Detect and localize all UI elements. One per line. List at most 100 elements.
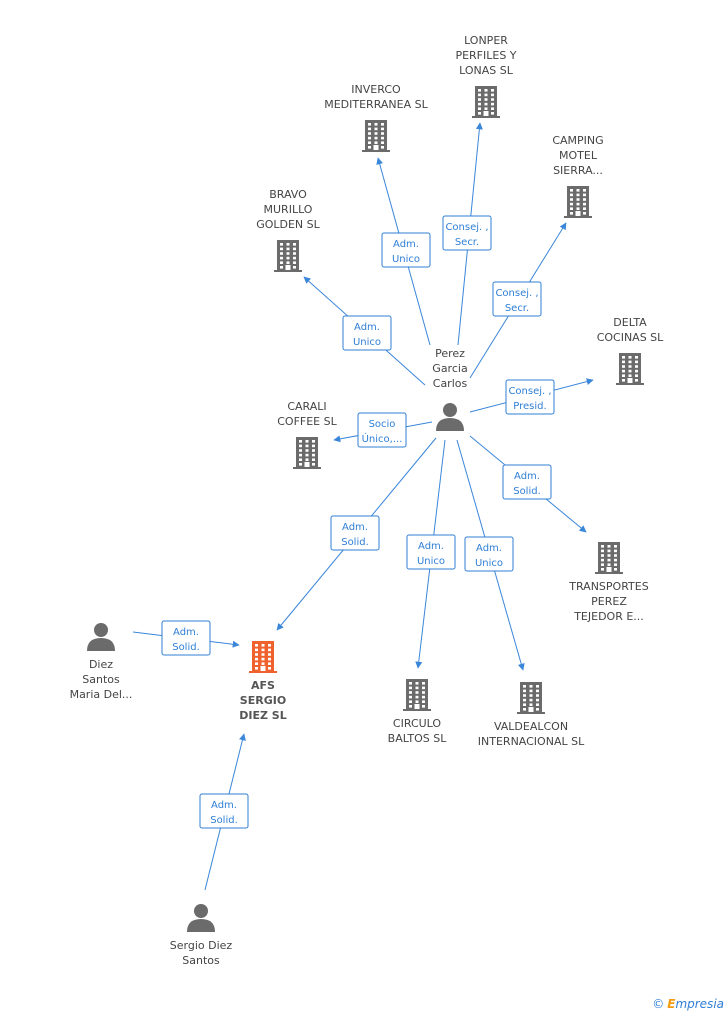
node-label: DIEZ SL [239, 709, 286, 722]
edge-label-text: Solid. [172, 642, 200, 653]
node-label: AFS [251, 679, 275, 692]
node-label: CIRCULO [393, 717, 441, 730]
node-label: BRAVO [269, 188, 307, 201]
edge-label-text: Consej. , [445, 222, 488, 233]
edge-label-box [199, 793, 249, 829]
node-valdealcon[interactable]: VALDEALCON INTERNACIONAL SL [478, 682, 585, 748]
building-icon[interactable] [249, 641, 277, 673]
edge-label-text: Secr. [505, 303, 529, 314]
edge-label-text: Presid. [513, 401, 546, 412]
person-icon[interactable] [436, 403, 464, 431]
node-label: Diez [89, 658, 113, 671]
edge-label-text: Solid. [513, 486, 541, 497]
building-icon[interactable] [274, 240, 302, 272]
brand-initial: E [667, 997, 676, 1011]
node-label: BALTOS SL [388, 732, 448, 745]
brand-name: mpresia [675, 997, 724, 1011]
node-label: MOTEL [559, 149, 598, 162]
node-label: Sergio Diez [170, 939, 233, 952]
edge-label-text: Adm. [418, 541, 444, 552]
node-camping[interactable]: CAMPINGMOTELSIERRA... [552, 134, 604, 218]
building-icon[interactable] [472, 86, 500, 118]
edge-label-box [502, 464, 552, 500]
node-label: Garcia [432, 362, 467, 375]
building-icon[interactable] [595, 542, 623, 574]
node-label: COFFEE SL [277, 415, 337, 428]
edge-label[interactable]: Adm.Solid. [502, 464, 552, 500]
edge-label[interactable]: Consej. ,Secr. [492, 281, 542, 317]
edge-label[interactable]: Adm. Solid. [161, 620, 211, 656]
edge-label[interactable]: Adm. Solid. [199, 793, 249, 829]
node-label: Carlos [433, 377, 468, 390]
edge-label-text: Adm. [173, 627, 199, 638]
edge-label-text: Adm. [393, 239, 419, 250]
person-icon[interactable] [187, 904, 215, 932]
edge-label-text: Unico [475, 558, 503, 569]
edge-label-text: Único,... [362, 432, 403, 445]
edge-label-text: Secr. [455, 237, 479, 248]
edge-label-box [492, 281, 542, 317]
edge-label-text: Unico [353, 337, 381, 348]
building-icon[interactable] [564, 186, 592, 218]
building-icon[interactable] [517, 682, 545, 714]
edge-label[interactable]: Adm.Unico [381, 232, 431, 268]
edge-label-text: Adm. [476, 543, 502, 554]
node-label: Santos [182, 954, 220, 967]
edge-label-box [342, 315, 392, 351]
edge-label-text: Socio [369, 419, 396, 430]
edge-label-box [381, 232, 431, 268]
edge-label-text: Adm. [354, 322, 380, 333]
node-circulo[interactable]: CIRCULO BALTOS SL [388, 679, 448, 745]
copyright-symbol: © [652, 997, 665, 1011]
edges-layer [132, 122, 594, 891]
edge-label-text: Solid. [210, 815, 238, 826]
node-label: TRANSPORTES [568, 580, 648, 593]
edge-label[interactable]: Consej. , Presid. [505, 379, 555, 415]
edge-label[interactable]: SocioÚnico,... [357, 412, 407, 448]
edge-label-box [442, 215, 492, 251]
edge-label[interactable]: Adm. Unico [342, 315, 392, 351]
node-label: INTERNACIONAL SL [478, 735, 585, 748]
building-icon[interactable] [362, 120, 390, 152]
edge-label-box [330, 515, 380, 551]
person-icon[interactable] [87, 623, 115, 651]
node-label: MEDITERRANEA SL [324, 98, 428, 111]
node-label: PERFILES Y [455, 49, 516, 62]
node-label: Perez [435, 347, 465, 360]
edge-label-box [161, 620, 211, 656]
building-icon[interactable] [403, 679, 431, 711]
edge-label-box [464, 536, 514, 572]
node-delta[interactable]: DELTA COCINAS SL [597, 316, 664, 385]
edge-label-text: Adm. [211, 800, 237, 811]
edge-label[interactable]: Adm. Solid. [330, 515, 380, 551]
edge-label-box [406, 534, 456, 570]
edge-label-text: Adm. [342, 522, 368, 533]
footer-brand[interactable]: ©Empresia [652, 997, 724, 1011]
edge-label-text: Unico [417, 556, 445, 567]
node-label: COCINAS SL [597, 331, 664, 344]
node-label: Maria Del... [70, 688, 133, 701]
edge-label-text: Consej. , [508, 386, 551, 397]
building-icon[interactable] [293, 437, 321, 469]
edge-label-box [505, 379, 555, 415]
node-label: SIERRA... [553, 164, 603, 177]
node-label: DELTA [613, 316, 647, 329]
node-label: GOLDEN SL [256, 218, 320, 231]
edge-label-text: Solid. [341, 537, 369, 548]
building-icon[interactable] [616, 353, 644, 385]
edge-label[interactable]: Consej. , Secr. [442, 215, 492, 251]
node-label: VALDEALCON [494, 720, 568, 733]
edge-label[interactable]: Adm. Unico [406, 534, 456, 570]
edge-label[interactable]: Adm. Unico [464, 536, 514, 572]
